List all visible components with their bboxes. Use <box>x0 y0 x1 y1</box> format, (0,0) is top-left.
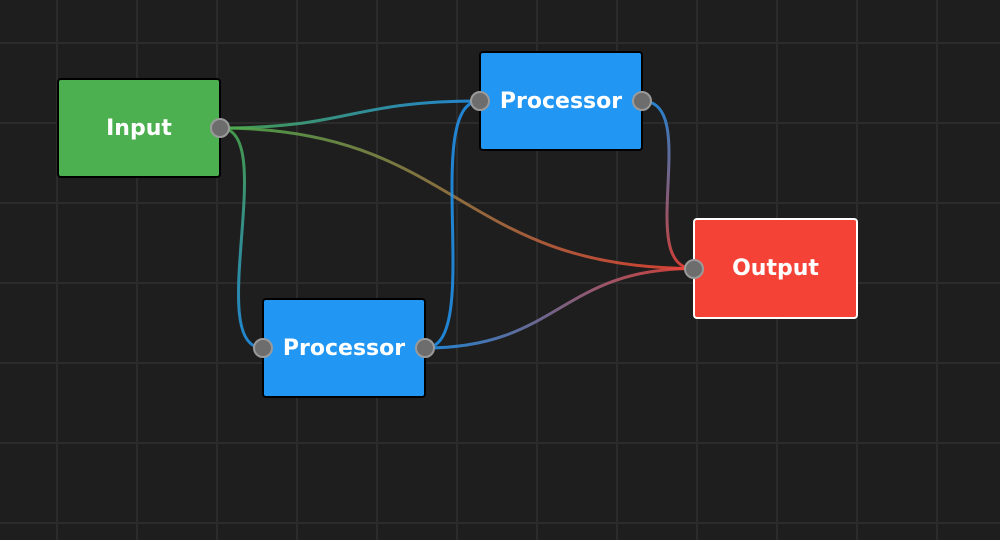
edge-input-to-proc1[interactable] <box>219 99 481 130</box>
output-port[interactable] <box>210 118 230 138</box>
edge-input-to-proc2[interactable] <box>219 126 264 350</box>
node-output[interactable]: Output <box>684 218 858 319</box>
node-label: Processor <box>499 88 623 114</box>
node-label: Processor <box>282 335 406 361</box>
edge-proc2-to-proc1[interactable] <box>424 99 481 350</box>
input-port[interactable] <box>253 338 273 358</box>
edge-proc2-to-output[interactable] <box>424 267 695 350</box>
output-port[interactable] <box>415 338 435 358</box>
input-port[interactable] <box>470 91 490 111</box>
node-proc2[interactable]: Processor <box>253 298 435 398</box>
node-input[interactable]: Input <box>57 78 230 178</box>
output-port[interactable] <box>632 91 652 111</box>
edge-input-to-output[interactable] <box>219 126 695 270</box>
input-port[interactable] <box>684 258 704 279</box>
node-label: Output <box>732 256 819 281</box>
node-label: Input <box>106 115 172 141</box>
node-proc1[interactable]: Processor <box>470 51 652 151</box>
edge-proc1-to-output[interactable] <box>641 99 695 270</box>
